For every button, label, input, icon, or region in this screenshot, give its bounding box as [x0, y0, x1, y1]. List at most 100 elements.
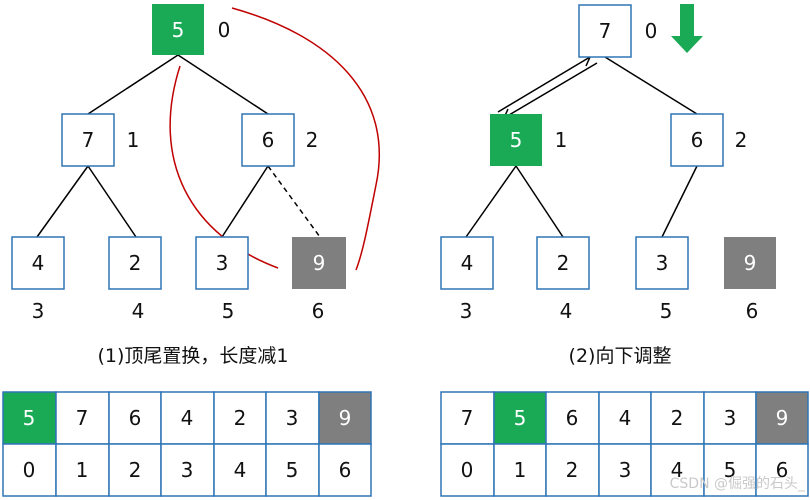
tree-node-4-index: 4: [132, 299, 145, 323]
array-cell-2: [545, 391, 600, 445]
tree-node-3-index: 3: [460, 299, 473, 323]
left-tree: 5 0 7 1 6 2 4 3 2 4 3 5 9 6 (1)顶尾置换，长度减1: [11, 4, 381, 367]
tree-node-0-index: 0: [218, 18, 231, 42]
tree-node-0-value: 5: [172, 18, 185, 42]
tree-node-2-index: 2: [306, 128, 319, 152]
array-index-3: 3: [619, 458, 632, 482]
edge-1-4: [515, 165, 564, 238]
edge-2-5: [661, 165, 698, 238]
left-array: 5 7 6 4 2 3 9 0 1 2 3 4 5 6: [2, 391, 372, 497]
array-value-1: 7: [76, 406, 89, 430]
edge-0-1: [87, 54, 179, 115]
swap-curve-outer: [231, 7, 381, 271]
tree-node-4: [536, 236, 590, 290]
array-value-3: 4: [181, 406, 194, 430]
array-index-4: 4: [671, 458, 684, 482]
tree-node-0: [152, 4, 204, 55]
array-value-5: 3: [724, 406, 737, 430]
tree-node-5: [195, 236, 249, 290]
array-cell-1: [493, 391, 547, 445]
tree-node-2-value: 6: [262, 128, 275, 152]
array-index-4: 4: [234, 458, 247, 482]
edge-2-6-dashed: [267, 165, 321, 238]
tree-node-3: [440, 236, 494, 290]
tree-node-5-value: 3: [656, 251, 669, 275]
array-cell-0: [2, 391, 57, 445]
array-index-6: 6: [339, 458, 352, 482]
array-cell-5: [265, 391, 320, 445]
tree-node-6-value: 9: [744, 251, 757, 275]
tree-node-6: [292, 237, 346, 289]
array-value-2: 6: [129, 406, 142, 430]
array-value-3: 4: [619, 406, 632, 430]
array-index-6: 6: [776, 458, 789, 482]
tree-node-5-value: 3: [216, 251, 229, 275]
array-index-5: 5: [286, 458, 299, 482]
tree-node-3: [11, 236, 65, 290]
array-value-5: 3: [286, 406, 299, 430]
tree-node-0-index: 0: [645, 19, 658, 43]
tree-node-4-value: 2: [557, 251, 570, 275]
tree-node-1-index: 1: [127, 128, 140, 152]
tree-node-1: [61, 113, 115, 167]
tree-node-3-value: 4: [461, 251, 474, 275]
array-index-5: 5: [724, 458, 737, 482]
tree-node-0: [578, 4, 632, 58]
array-cell-4: [213, 391, 267, 445]
array-value-1: 5: [514, 406, 527, 430]
array-value-4: 2: [671, 406, 684, 430]
array-index-0: 0: [23, 458, 36, 482]
tree-node-1-value: 7: [82, 128, 95, 152]
tree-node-2: [241, 113, 295, 167]
tree-node-1-value: 5: [510, 128, 523, 152]
tree-node-4-value: 2: [129, 251, 142, 275]
edge-2-5: [221, 165, 269, 238]
tree-node-6: [724, 237, 776, 289]
array-cell-1: [55, 391, 110, 445]
array-value-0: 7: [461, 406, 474, 430]
array-index-2: 2: [566, 458, 579, 482]
array-index-1: 1: [76, 458, 89, 482]
edge-0-2: [177, 54, 269, 115]
tree-node-5-index: 5: [660, 299, 673, 323]
edge-1-3: [465, 165, 517, 238]
right-caption: (2)向下调整: [569, 345, 672, 367]
array-value-2: 6: [566, 406, 579, 430]
right-tree: 7 0 5 1 6 2 4 3 2 4 3 5 9 6 (2)向下调整: [440, 4, 776, 367]
edge-1-3: [36, 165, 89, 238]
watermark: CSDN @倔强的石头_: [670, 476, 806, 492]
edge-0-2: [604, 56, 698, 115]
tree-node-2: [670, 113, 724, 167]
array-cell-0: [440, 391, 495, 445]
right-array: 7 5 6 4 2 3 9 0 1 2 3 4 5 6 CSDN @倔强的石头_: [440, 391, 809, 497]
tree-node-5-index: 5: [222, 299, 235, 323]
array-value-6: 9: [776, 406, 789, 430]
tree-node-0-value: 7: [599, 19, 612, 43]
array-index-2: 2: [129, 458, 142, 482]
tree-node-4: [108, 236, 162, 290]
tree-node-4-index: 4: [560, 299, 573, 323]
down-arrow-icon: [671, 4, 703, 53]
array-index-1: 1: [514, 458, 527, 482]
array-cell-6: [755, 391, 809, 445]
edge-1-4: [87, 165, 137, 238]
array-index-3: 3: [181, 458, 194, 482]
tree-node-2-value: 6: [691, 128, 704, 152]
tree-node-1: [490, 114, 542, 166]
array-value-6: 9: [339, 406, 352, 430]
tree-node-6-index: 6: [746, 299, 759, 323]
array-value-4: 2: [234, 406, 247, 430]
array-value-0: 5: [23, 406, 36, 430]
tree-node-1-index: 1: [555, 128, 568, 152]
tree-node-2-index: 2: [735, 128, 748, 152]
swap-arrows: [497, 55, 598, 120]
tree-node-5: [635, 236, 689, 290]
array-index-0: 0: [461, 458, 474, 482]
left-caption: (1)顶尾置换，长度减1: [97, 345, 288, 367]
tree-node-6-value: 9: [313, 251, 326, 275]
tree-node-6-index: 6: [312, 299, 325, 323]
array-cell-4: [650, 391, 705, 445]
tree-node-3-index: 3: [32, 299, 45, 323]
tree-node-3-value: 4: [32, 251, 45, 275]
